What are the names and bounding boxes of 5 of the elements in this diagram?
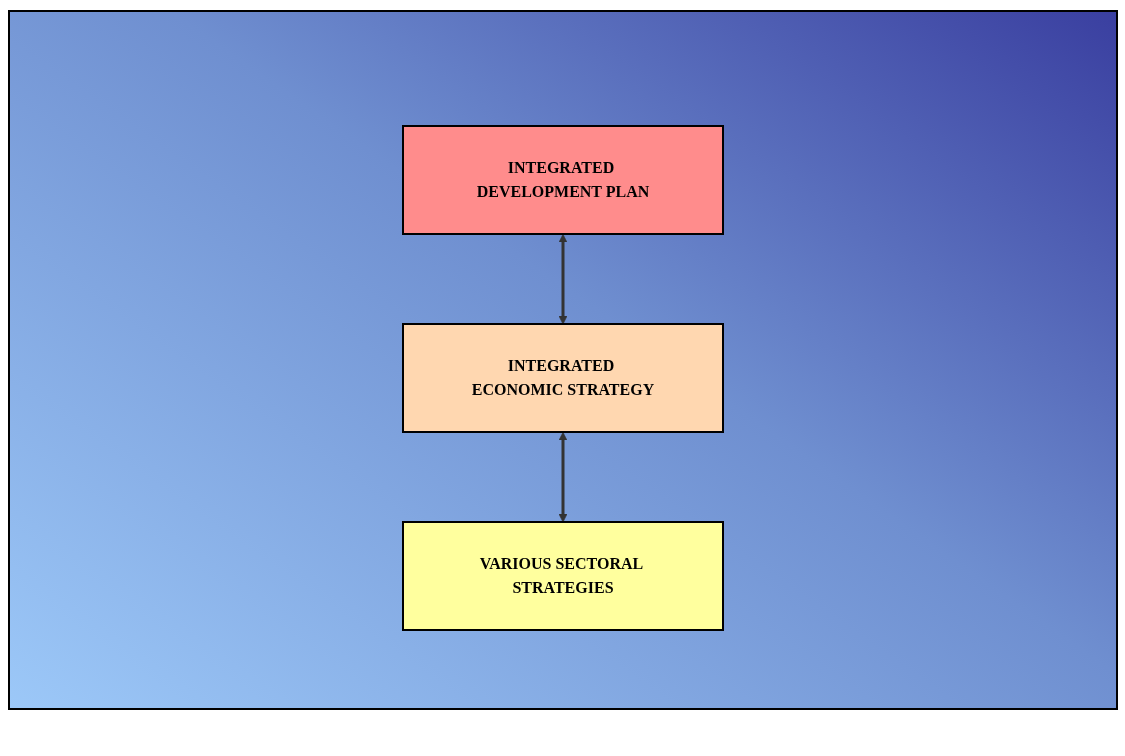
node-box: VARIOUS SECTORAL STRATEGIES [401,521,724,631]
node-box: INTEGRATED ECONOMIC STRATEGY [401,323,724,433]
arrow [558,234,567,325]
node-box: INTEGRATED DEVELOPMENT PLAN [401,125,724,235]
arrow [558,432,567,523]
